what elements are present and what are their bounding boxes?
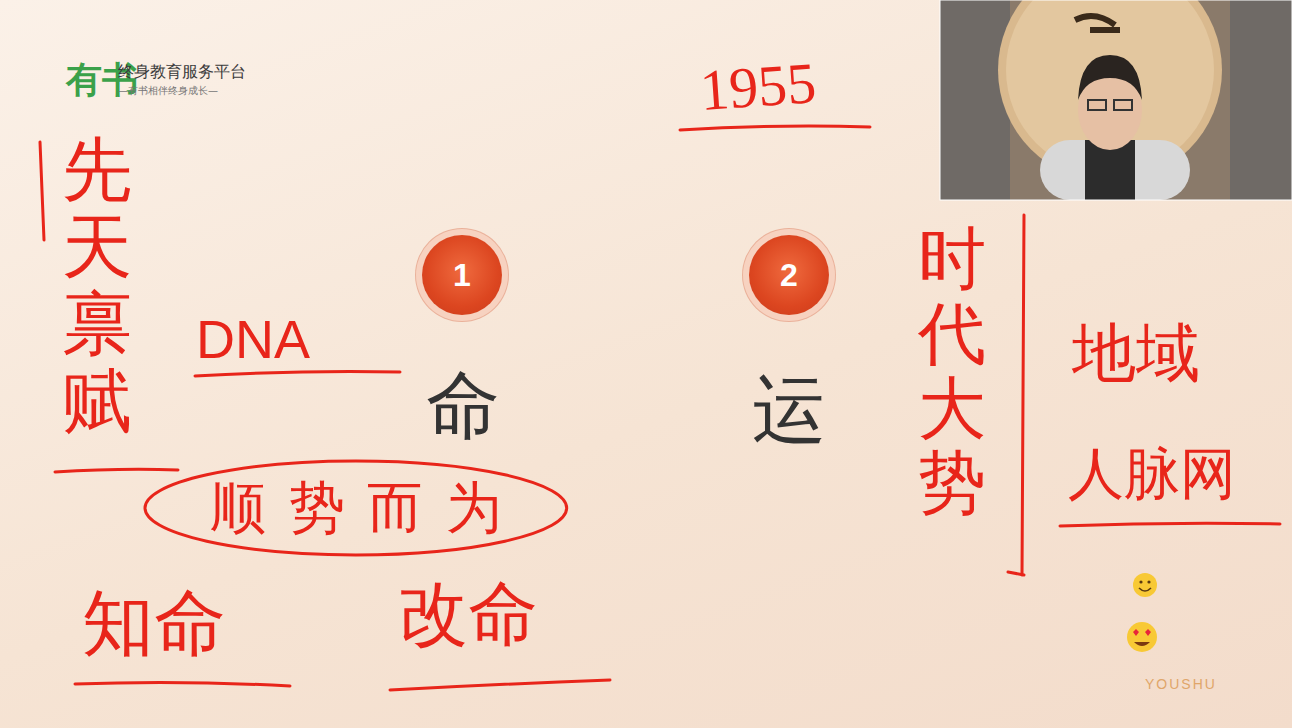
number-text: 2 [780,259,798,291]
watermark: YOUSHU [1145,677,1217,691]
slide-keyword: 命 [426,368,500,442]
handwritten-note: 人脉网 [1068,446,1236,502]
number-text: 1 [453,259,471,291]
handwritten-note: 地域 [1072,322,1200,386]
handwritten-note: 先天禀赋 [62,132,132,440]
callout-number: 1 [422,235,502,315]
handwritten-strokes [40,126,1280,690]
handwritten-note: 知命 [82,588,226,660]
circled-note: 顺势而为 [142,458,570,558]
handwritten-note: 时代大势 [918,222,986,521]
webcam-inset [940,0,1292,200]
handwritten-year: 1955 [698,54,818,120]
emoji-reactions [1127,573,1157,652]
platform-slogan: —有书相伴终身成长— [118,86,218,96]
platform-name: 终身教育服务平台 [118,64,246,80]
handwritten-note: DNA [196,312,310,366]
slide-keyword: 运 [752,372,826,446]
callout-number: 2 [749,235,829,315]
handwritten-note: 顺势而为 [210,480,524,536]
handwritten-note: 改命 [398,580,538,650]
